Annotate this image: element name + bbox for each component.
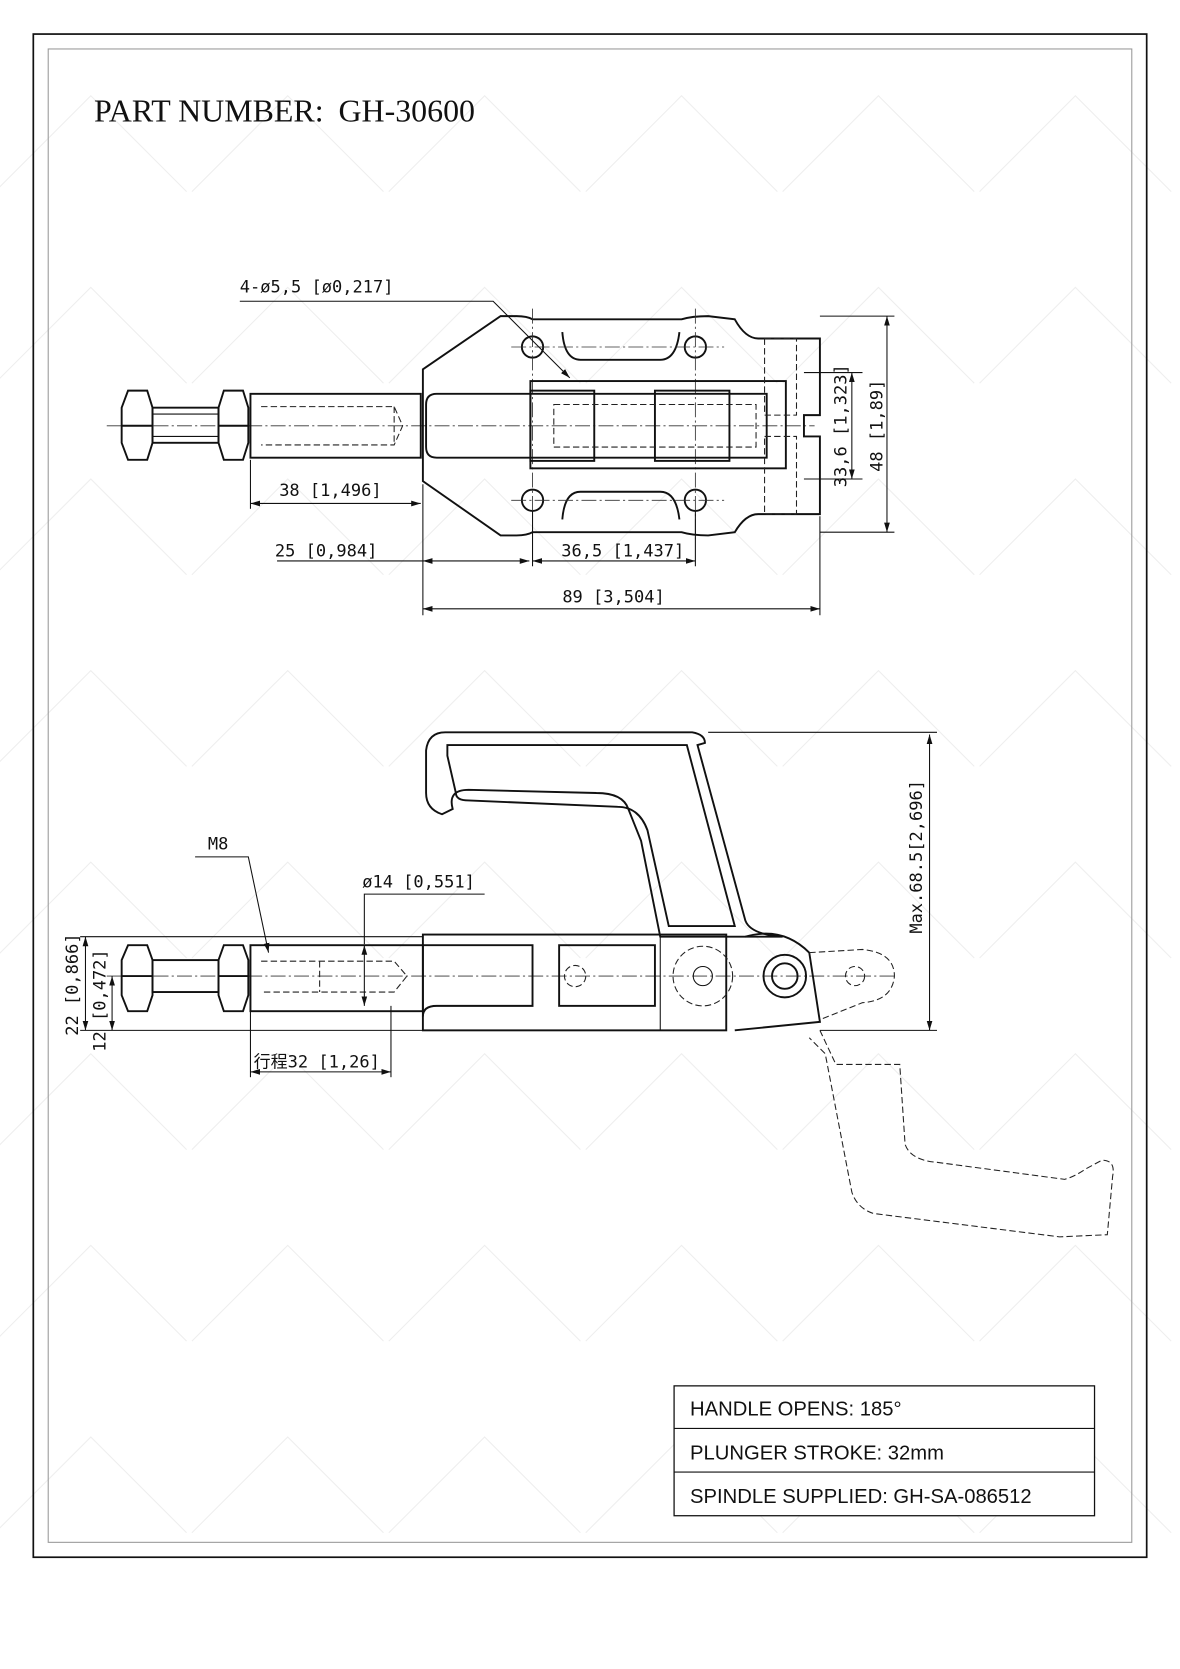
dim-height-max: Max.68.5[2,696]: [907, 780, 927, 934]
slider: [425, 392, 768, 459]
watermark-grid-line: [0, 669, 187, 767]
watermark-grid-line: [979, 1053, 1172, 1150]
side-view: M8 ø14 [0,551] Max.68.5[2,696] 22 [0,866…: [63, 731, 1114, 1238]
watermark-layer: [0, 95, 1172, 1534]
watermark-grid-line: [388, 1053, 581, 1150]
dim-length: 89 [3,504]: [562, 587, 664, 607]
watermark-grid-line: [782, 861, 975, 959]
watermark-grid-line: [979, 669, 1172, 767]
watermark-grid-line: [979, 1244, 1172, 1342]
watermark-grid-line: [979, 95, 1172, 192]
dim-center-height: 12 [0,472]: [91, 949, 111, 1051]
bolt-head: [120, 389, 154, 461]
watermark-grid-line: [979, 861, 1172, 959]
watermark-grid-line: [0, 286, 187, 384]
watermark-grid-line: [388, 669, 581, 767]
watermark-grid-line: [191, 95, 384, 192]
watermark-grid-line: [585, 478, 778, 576]
watermark-grid-line: [0, 861, 187, 959]
watermark-grid-line: [388, 1436, 581, 1534]
dim-hole-pitch: 36,5 [1,437]: [561, 542, 684, 562]
watermark-grid-line: [0, 1244, 187, 1342]
watermark-grid-line: [782, 95, 975, 192]
watermark-grid-line: [388, 1244, 581, 1342]
spec-table: HANDLE OPENS: 185° PLUNGER STROKE: 32mm …: [673, 1385, 1096, 1517]
watermark-grid-line: [585, 95, 778, 192]
knurled-pin-icon: [764, 337, 798, 515]
watermark-grid-line: [388, 95, 581, 192]
link-arm: [734, 932, 822, 1032]
handle-open-position: [808, 1030, 1114, 1238]
lock-nut: [217, 389, 250, 461]
pivot-pin-icon: [771, 962, 799, 990]
outer-border: [32, 33, 1148, 1559]
dim-inner-width: 33,6 [1,323]: [832, 364, 852, 487]
dim-diameter: ø14 [0,551]: [362, 873, 475, 893]
watermark-grid-line: [191, 861, 384, 959]
watermark-grid-line: [0, 478, 187, 576]
watermark-grid-line: [388, 286, 581, 384]
part-number-title: PART NUMBER:GH-30600: [94, 93, 475, 128]
inner-border: [47, 48, 1133, 1543]
spec-spindle: SPINDLE SUPPLIED: GH-SA-086512: [690, 1486, 1032, 1508]
watermark-grid-line: [388, 861, 581, 959]
watermark-grid-line: [782, 286, 975, 384]
body-side: [421, 933, 728, 1032]
dim-plunger: 38 [1,496]: [279, 481, 381, 501]
watermark-grid-line: [0, 1436, 187, 1534]
handle: [425, 731, 783, 938]
watermark-grid-line: [585, 669, 778, 767]
watermark-grid-line: [0, 1053, 187, 1150]
watermark-grid-line: [782, 1244, 975, 1342]
watermark-grid-line: [782, 669, 975, 767]
spec-handle-opens: HANDLE OPENS: 185°: [690, 1399, 901, 1421]
thread-label: M8: [208, 834, 228, 854]
dim-base-height: 22 [0,866]: [63, 933, 83, 1035]
watermark-grid-line: [782, 478, 975, 576]
mounting-hole-icon: [520, 335, 707, 512]
watermark-grid-line: [191, 669, 384, 767]
watermark-grid-line: [0, 95, 187, 192]
hole-callout: 4-ø5,5 [ø0,217]: [240, 278, 394, 298]
watermark-grid-line: [585, 1244, 778, 1342]
plunger-side: [249, 944, 424, 1013]
watermark-grid-line: [191, 478, 384, 576]
watermark-grid-line: [585, 286, 778, 384]
watermark-grid-line: [191, 1436, 384, 1534]
dim-width: 48 [1,89]: [868, 380, 888, 472]
plunger: [249, 392, 422, 459]
watermark-grid-line: [191, 286, 384, 384]
watermark-grid-line: [979, 478, 1172, 576]
watermark-grid-line: [191, 1244, 384, 1342]
watermark-grid-line: [585, 1053, 778, 1150]
watermark-grid-line: [388, 478, 581, 576]
dim-hole-offset: 25 [0,984]: [275, 542, 377, 562]
top-view: 4-ø5,5 [ø0,217] 38 [1,496] 25 [0,984] 36…: [106, 278, 895, 616]
dim-stroke: 行程32 [1,26]: [254, 1053, 380, 1073]
watermark-grid-line: [191, 1053, 384, 1150]
watermark-grid-line: [782, 1053, 975, 1150]
watermark-grid-line: [585, 861, 778, 959]
watermark-grid-line: [979, 286, 1172, 384]
spec-plunger-stroke: PLUNGER STROKE: 32mm: [690, 1442, 944, 1464]
